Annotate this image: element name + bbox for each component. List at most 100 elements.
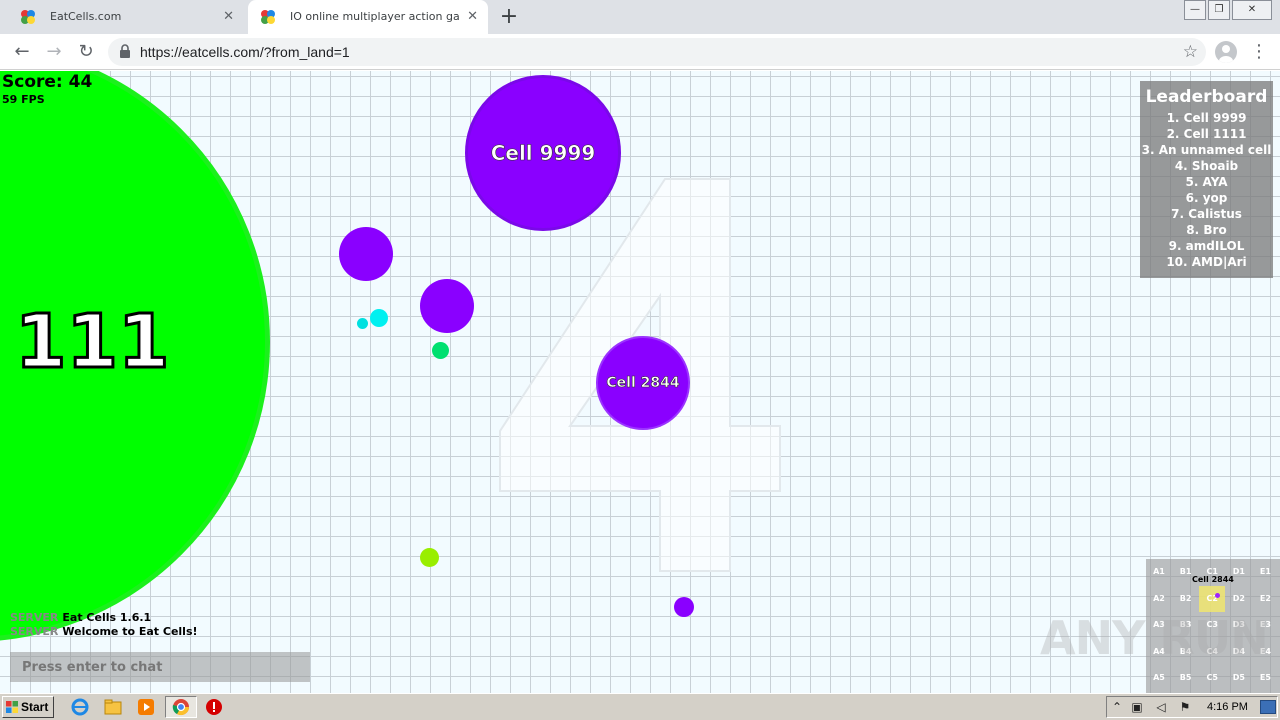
- system-tray: ⌃ ▣ ◁ ⚑ 4:16 PM: [1106, 696, 1278, 718]
- leaderboard-entry: 2. Cell 1111: [1166, 127, 1247, 141]
- minimap-cell: A3: [1153, 620, 1165, 630]
- forward-icon[interactable]: →: [46, 41, 62, 62]
- enemy-cell: [420, 279, 474, 333]
- chrome-icon: [172, 699, 190, 716]
- show-hidden-icons-icon[interactable]: ⌃: [1111, 700, 1123, 714]
- browser-menu-icon[interactable]: ⋮: [1250, 41, 1268, 62]
- tab-title: EatCells.com: [50, 10, 122, 23]
- anyrun-watermark: ANY RUN: [1040, 611, 1269, 665]
- cell-label: Cell 9999: [490, 141, 596, 166]
- minimap-cell: A2: [1153, 593, 1165, 603]
- browser-toolbar: ← → ↻ https://eatcells.com/?from_land=1 …: [0, 34, 1280, 70]
- close-window-button[interactable]: ✕: [1232, 0, 1272, 20]
- leaderboard-entry: 5. AYA: [1185, 175, 1228, 189]
- url-text: https://eatcells.com/?from_land=1: [140, 44, 350, 60]
- tab-eatcells[interactable]: EatCells.com ✕: [8, 0, 244, 34]
- minimap-cell: D1: [1232, 567, 1245, 576]
- leaderboard-entry: 1. Cell 9999: [1166, 111, 1247, 125]
- minimap-cell: D5: [1232, 673, 1245, 683]
- action-center-flag-icon[interactable]: ⚑: [1179, 700, 1191, 714]
- minimap-cell: E3: [1259, 620, 1271, 630]
- minimap-cell: A4: [1153, 646, 1165, 656]
- chat-text: Eat Cells 1.6.1: [62, 611, 152, 624]
- minimap-cell: A1: [1153, 567, 1165, 576]
- chat-sender: SERVER: [10, 611, 59, 624]
- profile-avatar-icon[interactable]: [1215, 41, 1237, 63]
- minimap-cell: B1: [1179, 567, 1192, 576]
- minimap-cell: D2: [1232, 593, 1245, 603]
- leaderboard-entry: 10. AMD|Ari: [1166, 255, 1247, 269]
- leaderboard-entry: 4. Shoaib: [1174, 159, 1239, 173]
- leaderboard-panel: Leaderboard 1. Cell 9999 2. Cell 1111 3.…: [1140, 81, 1273, 278]
- fps-display: 59 FPS: [2, 93, 45, 106]
- chat-sender: SERVER: [10, 625, 59, 638]
- minimize-button[interactable]: —: [1184, 0, 1206, 20]
- minimap-cell: D4: [1232, 646, 1245, 656]
- minimap-cell: C2: [1199, 585, 1226, 612]
- minimap-cell: B5: [1179, 673, 1192, 683]
- internet-explorer-icon[interactable]: [71, 698, 89, 716]
- media-player-icon[interactable]: [137, 698, 155, 716]
- eatcells-favicon-icon: [261, 10, 275, 24]
- score-display: Score: 44: [2, 72, 93, 92]
- chat-text: Welcome to Eat Cells!: [62, 625, 198, 638]
- minimap-cell: C1: [1206, 567, 1218, 576]
- file-explorer-icon[interactable]: [104, 698, 122, 716]
- game-canvas[interactable]: 111 Cell 9999 Cell 2844 Score: 44 59 FPS…: [0, 71, 1280, 693]
- minimap-cell: B2: [1179, 593, 1192, 603]
- minimap-player-label: Cell 2844: [1192, 575, 1234, 584]
- chat-input[interactable]: [10, 652, 310, 682]
- minimap-cell: D3: [1232, 620, 1245, 630]
- clock: 4:16 PM: [1207, 701, 1248, 713]
- tab-strip: EatCells.com ✕ IO online multiplayer act…: [0, 0, 1280, 34]
- cell-label: 111: [14, 298, 171, 387]
- cell-label: Cell 2844: [606, 375, 680, 392]
- leaderboard-title: Leaderboard: [1145, 87, 1268, 107]
- tab-io-game[interactable]: IO online multiplayer action game. Sc ✕: [248, 0, 488, 34]
- windows-flag-icon: [6, 701, 18, 713]
- leaderboard-entry: 3. An unnamed cell: [1141, 143, 1272, 157]
- start-label: Start: [21, 700, 49, 714]
- close-tab-icon[interactable]: ✕: [223, 9, 234, 24]
- minimap-cell: E1: [1259, 567, 1271, 576]
- bookmark-star-icon[interactable]: ☆: [1182, 42, 1198, 62]
- windows-taskbar: Start ⌃ ▣ ◁ ⚑ 4:16 PM: [0, 693, 1280, 720]
- leaderboard-entry: 9. amdILOL: [1168, 239, 1245, 253]
- minimap-cell: A5: [1153, 673, 1165, 683]
- food-pellet: [357, 318, 368, 329]
- minimap-cell: E4: [1259, 646, 1271, 656]
- food-pellet: [420, 548, 439, 567]
- enemy-cell-2844: Cell 2844: [596, 336, 690, 430]
- food-pellet: [432, 342, 449, 359]
- restore-button[interactable]: ❐: [1208, 0, 1230, 20]
- stop-icon[interactable]: [205, 698, 223, 716]
- new-tab-button[interactable]: +: [499, 4, 519, 29]
- minimap-player-dot: [1215, 593, 1220, 598]
- leaderboard-entry: 8. Bro: [1186, 223, 1227, 237]
- enemy-cell: [674, 597, 694, 617]
- food-pellet: [370, 309, 388, 327]
- lock-icon: [120, 44, 130, 58]
- minimap-cell: C4: [1206, 646, 1218, 656]
- player-cell-111: 111: [0, 71, 270, 642]
- network-icon[interactable]: ▣: [1131, 700, 1143, 714]
- leaderboard-entry: 7. Calistus: [1171, 207, 1242, 221]
- volume-icon[interactable]: ◁: [1156, 700, 1166, 714]
- minimap-cell: C5: [1206, 673, 1218, 683]
- minimap-cell: C3: [1206, 620, 1218, 630]
- start-button[interactable]: Start: [2, 696, 54, 718]
- minimap-cell: B4: [1179, 646, 1192, 656]
- reload-icon[interactable]: ↻: [78, 41, 94, 62]
- minimap-cell: E5: [1259, 673, 1271, 683]
- back-icon[interactable]: ←: [14, 41, 30, 62]
- close-tab-icon[interactable]: ✕: [467, 9, 478, 24]
- address-bar[interactable]: https://eatcells.com/?from_land=1 ☆: [108, 38, 1206, 66]
- enemy-cell: [339, 227, 393, 281]
- eatcells-favicon-icon: [21, 10, 35, 24]
- chrome-taskbar-button[interactable]: [165, 696, 197, 718]
- tab-title: IO online multiplayer action game. Sc: [290, 10, 460, 23]
- show-desktop-icon[interactable]: [1260, 700, 1276, 714]
- minimap-cell: B3: [1179, 620, 1192, 630]
